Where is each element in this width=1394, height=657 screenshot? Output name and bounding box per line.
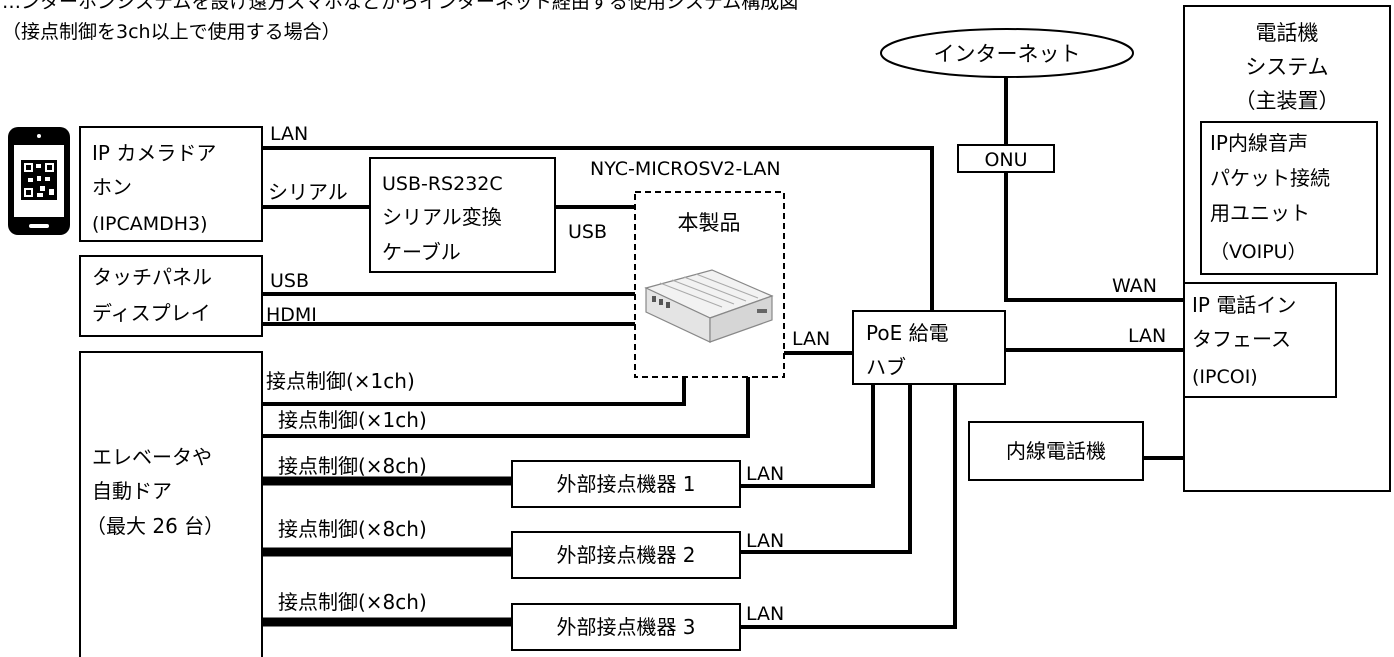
voipu-label-3: 用ユニット — [1210, 201, 1310, 225]
internet-cloud — [880, 28, 1134, 78]
onu-label: ONU — [984, 149, 1027, 171]
poe-hub-label-1: PoE 給電 — [866, 321, 949, 345]
device3-lan-line — [740, 384, 957, 629]
internet-label: インターネット — [934, 42, 1081, 66]
contact-8ch-label-1: 接点制御(×8ch) — [278, 454, 427, 478]
voipu-label-4: （VOIPU） — [1210, 241, 1307, 263]
ipcoi-label-1: IP 電話イン — [1192, 293, 1296, 317]
voipu-label-1: IP内線音声 — [1210, 131, 1308, 155]
device3-lan-label: LAN — [746, 603, 784, 625]
device1-lan-label: LAN — [746, 463, 784, 485]
camera-doorphone-box — [79, 126, 263, 242]
serial-label: シリアル — [268, 180, 348, 204]
touchpanel-hdmi-label: HDMI — [266, 304, 317, 326]
elevator-label-1: エレベータや — [92, 445, 212, 469]
header-line1: …ンターホンシステムを設け遠方スマホなどからインターネット経由する使用システム構… — [2, 0, 798, 13]
ipcoi-label-2: タフェース — [1192, 327, 1291, 351]
ext-device-1-box — [511, 460, 741, 508]
touch-panel-box — [79, 255, 263, 337]
device2-lan-line — [740, 384, 912, 554]
phone-system-label-2: システム — [1245, 55, 1328, 79]
contact-8ch-label-2: 接点制御(×8ch) — [278, 517, 427, 541]
ext-device-2-box — [511, 531, 741, 579]
usb-cable-label-1: USB-RS232C — [382, 173, 503, 195]
camera-label-3: (IPCAMDH3) — [92, 213, 208, 235]
contact-1ch-line-b — [262, 377, 750, 438]
camera-label-1: IP カメラドア — [92, 141, 216, 165]
header-line2: （接点制御を3ch以上で使用する場合） — [2, 21, 341, 43]
ext-device-3-label: 外部接点機器 3 — [556, 615, 695, 639]
voipu-box — [1200, 121, 1378, 275]
onu-to-ipcoi-wan-line — [1004, 172, 1183, 302]
hub-device-icon — [644, 269, 774, 343]
ipcoi-label-3: (IPCOI) — [1192, 366, 1258, 388]
contact-1ch-line-a — [262, 377, 686, 406]
camera-label-2: ホン — [92, 175, 132, 199]
camera-lan-line — [262, 146, 934, 311]
ext-device-3-box — [511, 603, 741, 651]
poe-hub-box — [852, 310, 1006, 385]
phone-system-label-1: 電話機 — [1256, 21, 1319, 45]
usb-cable-label-3: ケーブル — [382, 240, 461, 264]
ipcoi-lan-label: LAN — [1128, 325, 1166, 347]
contact-1ch-label-a: 接点制御(×1ch) — [266, 369, 415, 393]
ext-device-1-label: 外部接点機器 1 — [556, 472, 695, 496]
product-lan-label: LAN — [792, 328, 830, 350]
wan-label: WAN — [1112, 275, 1157, 297]
contact-1ch-label-b: 接点制御(×1ch) — [278, 408, 427, 432]
ext-device-2-label: 外部接点機器 2 — [556, 543, 695, 567]
elevator-label-3: （最大 26 台） — [86, 514, 224, 538]
smartphone-qr-icon — [8, 127, 70, 235]
onu-box — [957, 144, 1055, 173]
contact-8ch-label-3: 接点制御(×8ch) — [278, 590, 427, 614]
product-usb-label: USB — [568, 221, 607, 243]
voipu-label-2: パケット接続 — [1210, 166, 1330, 190]
touch-panel-label-2: ディスプレイ — [92, 301, 211, 325]
ipcoi-box — [1183, 282, 1337, 398]
touch-panel-label-1: タッチパネル — [92, 265, 212, 289]
device1-lan-line — [740, 384, 875, 488]
ext-phone-label: 内線電話機 — [1006, 439, 1106, 463]
poe-hub-label-2: ハブ — [866, 355, 906, 379]
elevator-label-2: 自動ドア — [92, 479, 172, 503]
device2-lan-label: LAN — [746, 530, 784, 552]
product-model-label: NYC-MICROSV2-LAN — [590, 158, 781, 180]
camera-lan-label: LAN — [270, 123, 308, 145]
product-label: 本製品 — [678, 211, 741, 235]
phone-system-label-3: （主装置） — [1235, 89, 1340, 113]
elevator-autodoor-box — [79, 351, 263, 657]
usb-rs232c-cable-box — [369, 157, 556, 273]
usb-cable-label-2: シリアル変換 — [382, 205, 502, 229]
touchpanel-usb-label: USB — [270, 270, 309, 292]
ext-phone-box — [968, 421, 1144, 481]
